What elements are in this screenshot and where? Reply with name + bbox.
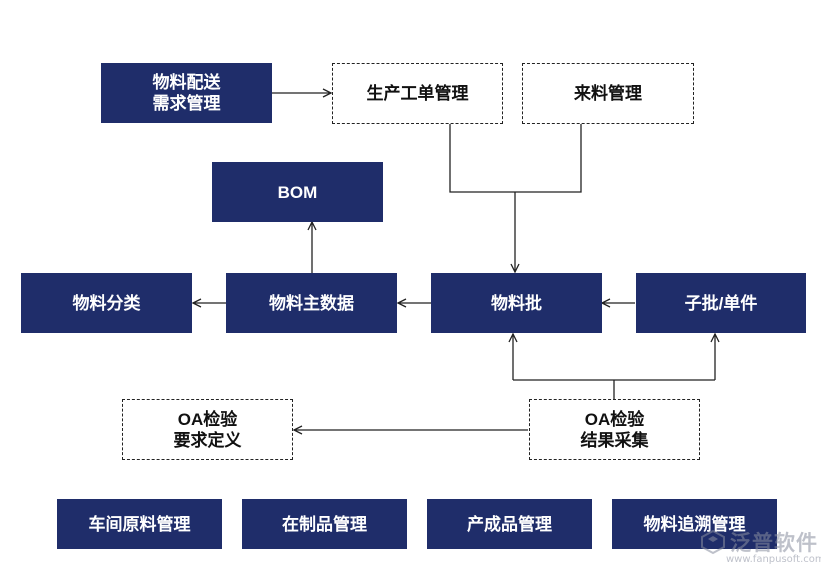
node-oa-inspection-requirement: OA检验 要求定义	[122, 399, 293, 460]
watermark-url: www.fanpusoft.com	[726, 554, 821, 565]
node-wip-mgmt: 在制品管理	[242, 499, 407, 549]
watermark: 泛普软件 www.fanpusoft.com	[700, 527, 821, 571]
node-oa-inspection-result: OA检验 结果采集	[529, 399, 700, 460]
node-material-traceability-mgmt: 物料追溯管理	[612, 499, 777, 549]
node-workshop-raw-material-mgmt: 车间原料管理	[57, 499, 222, 549]
brand-logo-icon	[701, 529, 725, 555]
node-incoming-material-mgmt: 来料管理	[522, 63, 694, 124]
node-finished-product-mgmt: 产成品管理	[427, 499, 592, 549]
node-production-order-mgmt: 生产工单管理	[332, 63, 503, 124]
node-material-master-data: 物料主数据	[226, 273, 397, 333]
connector-workorder-incoming	[449, 124, 582, 193]
node-material-delivery-demand: 物料配送 需求管理	[101, 63, 272, 123]
node-bom: BOM	[212, 162, 383, 222]
node-sub-batch-single: 子批/单件	[636, 273, 806, 333]
watermark-name: 泛普软件	[730, 531, 818, 555]
node-material-category: 物料分类	[21, 273, 192, 333]
node-material-batch: 物料批	[431, 273, 602, 333]
